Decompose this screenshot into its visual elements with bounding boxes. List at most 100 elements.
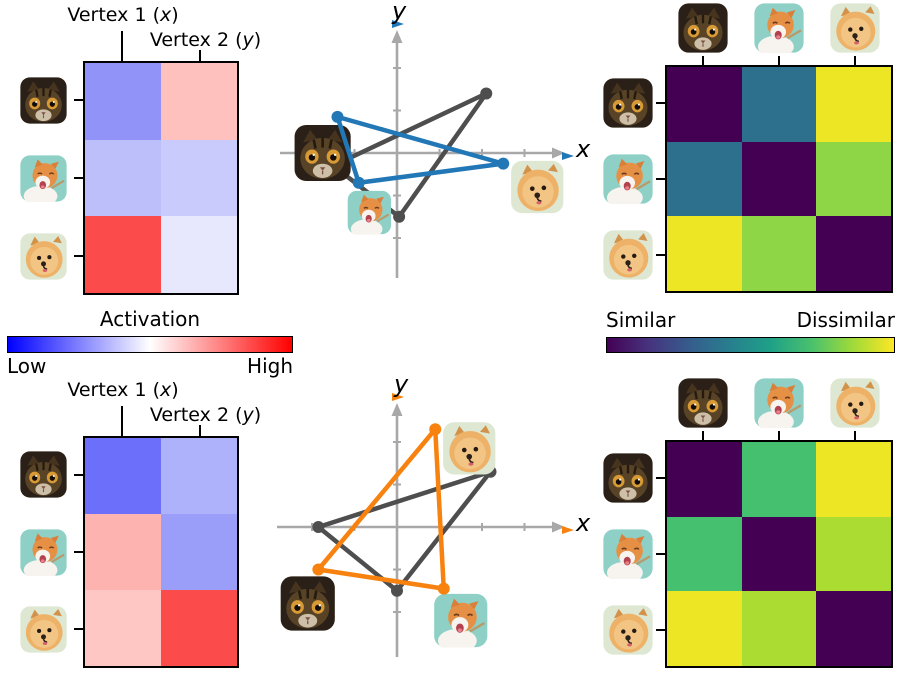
dissimilarity_top-cell-r2c0 [667,216,742,291]
heatmap-top-col1-title: Vertex 1 (x) [67,4,179,26]
x-axis-accent-arrow [562,526,574,534]
activation-high-label: High [247,354,293,378]
pomeranian-dog-row-label [603,230,653,280]
activation_bottom-cell-r2c0 [85,590,161,666]
activation_bottom-cell-r0c0 [85,438,161,514]
dissimilarity_bottom-cell-r1c2 [816,516,891,592]
activation-colorbar [7,336,293,353]
pomeranian-dog-row-label [20,233,67,280]
gray-triangle [316,469,493,593]
accent-vertex-0 [331,110,344,123]
heatmap-top-col2-title: Vertex 2 (y) [149,29,262,51]
dissimilarity_bottom-col-tick-2 [854,431,856,440]
tabby-cat-row-label [20,451,67,498]
pomeranian-dog-col-label [830,378,880,428]
dissimilarity_bottom-cell-r1c0 [667,516,742,592]
orange-white-cat-image [433,593,488,648]
dissimilarity_bottom-cell-r0c0 [667,442,742,517]
accent-vertex-1 [312,563,325,576]
tabby-cat-row-label [20,77,67,124]
x-axis-label-bottom: x [576,509,591,537]
accent-vertex-2 [352,176,365,189]
gray-vertex-0 [480,87,493,100]
embedding-plot-top [280,20,574,278]
dissimilarity_top-col-tick-0 [702,56,704,65]
heatmap-bottom-col2-title: Vertex 2 (y) [149,404,262,426]
dissimilarity_bottom-col-tick-1 [778,431,780,440]
similarity-colorbar [606,337,895,353]
dissimilarity_top-col-tick-2 [854,56,856,65]
dissimilarity_bottom-row-tick-0 [656,477,665,479]
similar-label: Similar [606,308,676,332]
col2-leader-line [199,50,201,61]
col1-leader-line [121,31,123,61]
orange-white-cat-image [347,190,392,235]
dissimilarity_top-cell-r1c0 [667,141,742,217]
orange-white-cat-row-label [603,529,653,579]
x-axis-arrow [552,147,565,159]
activation_top-row-tick-1 [74,177,83,179]
dissimilarity_top-cell-r0c0 [667,67,742,142]
activation_top-cell-r0c1 [161,63,237,140]
gray-vertex-1 [391,584,403,597]
dissimilarity_top-row-tick-2 [656,254,665,256]
dissimilarity_bottom-cell-r2c1 [741,591,817,666]
activation_bottom-row-tick-1 [74,551,83,553]
dissimilarity_bottom-row-tick-1 [656,553,665,555]
orange-white-cat-row-label [20,155,67,202]
activation_top-cell-r2c1 [161,216,237,293]
activation-low-label: Low [7,354,47,378]
activation_top-cell-r1c0 [85,139,161,217]
dissimilarity_top-cell-r0c1 [741,67,817,142]
dissimilarity_bottom-cell-r0c2 [816,442,891,517]
dissimilar-label: Dissimilar [796,308,895,332]
embedding-plot-bottom [277,393,574,657]
dissimilarity_top-cell-r0c2 [816,67,891,142]
accent-triangle [316,427,446,591]
y-axis-label-bottom: y [394,370,409,398]
dissimilarity_top-cell-r2c2 [816,216,891,291]
activation_bottom-cell-r2c1 [161,590,237,666]
dissimilarity_bottom-cell-r2c2 [816,591,891,666]
dissimilarity_top-row-tick-1 [656,178,665,180]
activation-heatmap-bottom [83,436,239,668]
gray-vertex-0 [312,521,325,533]
col1-leader-line-bottom [121,406,123,436]
dissimilarity_top-col-tick-1 [778,56,780,65]
activation_top-row-tick-0 [74,99,83,101]
activation_bottom-row-tick-2 [74,628,83,631]
activation-colorbar-title: Activation [99,307,201,331]
dissimilarity_bottom-cell-r1c1 [741,516,817,592]
y-axis-accent-arrow [392,20,404,28]
pomeranian-dog-row-label [603,605,653,655]
accent-vertex-2 [437,582,450,595]
tabby-cat-col-label [678,3,728,53]
tabby-cat-image [280,576,336,631]
activation_top-cell-r0c0 [85,63,161,140]
dissimilarity_bottom-row-tick-2 [656,629,665,631]
dissimilarity_top-cell-r1c2 [816,141,891,217]
activation_bottom-cell-r0c1 [161,438,237,514]
dissimilarity_top-cell-r1c1 [741,141,817,217]
pomeranian-dog-image [510,160,564,214]
activation_top-cell-r2c0 [85,216,161,293]
orange-white-cat-row-label [603,154,653,204]
activation-heatmap-top [83,61,239,295]
dissimilarity_bottom-col-tick-0 [702,431,704,440]
y-axis-label-top: y [392,0,407,25]
dissimilarity_top-cell-r2c1 [741,216,817,291]
activation_bottom-cell-r1c0 [85,514,161,590]
dissimilarity_top-row-tick-0 [656,102,665,104]
col2-leader-line-bottom [199,425,201,436]
y-axis-arrow [391,30,403,43]
x-axis-accent-arrow [562,152,574,160]
accent-triangle [335,114,506,185]
pomeranian-dog-row-label [20,606,67,653]
y-axis-arrow [391,403,403,416]
activation_top-cell-r1c1 [161,139,237,217]
pomeranian-dog-col-label [830,3,880,53]
accent-vertex-0 [429,423,442,436]
y-axis-accent-arrow [392,393,404,401]
x-axis-label-top: x [576,135,591,163]
